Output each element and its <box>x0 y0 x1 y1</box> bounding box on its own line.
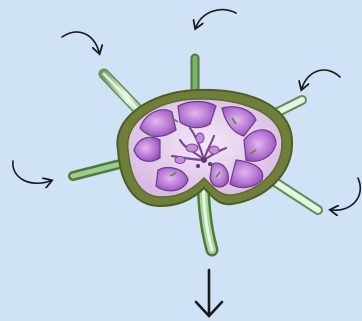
curved-arrow-icon <box>302 70 340 88</box>
curved-arrow-icon <box>13 161 50 183</box>
vessel-lower-right <box>272 180 318 210</box>
follicle <box>178 102 216 128</box>
down-arrow-icon <box>196 270 222 316</box>
curved-arrow-icon <box>332 178 360 210</box>
curved-arrow-icon <box>196 10 236 27</box>
curved-arrow-icon <box>62 32 99 52</box>
lymph-node <box>117 90 292 206</box>
